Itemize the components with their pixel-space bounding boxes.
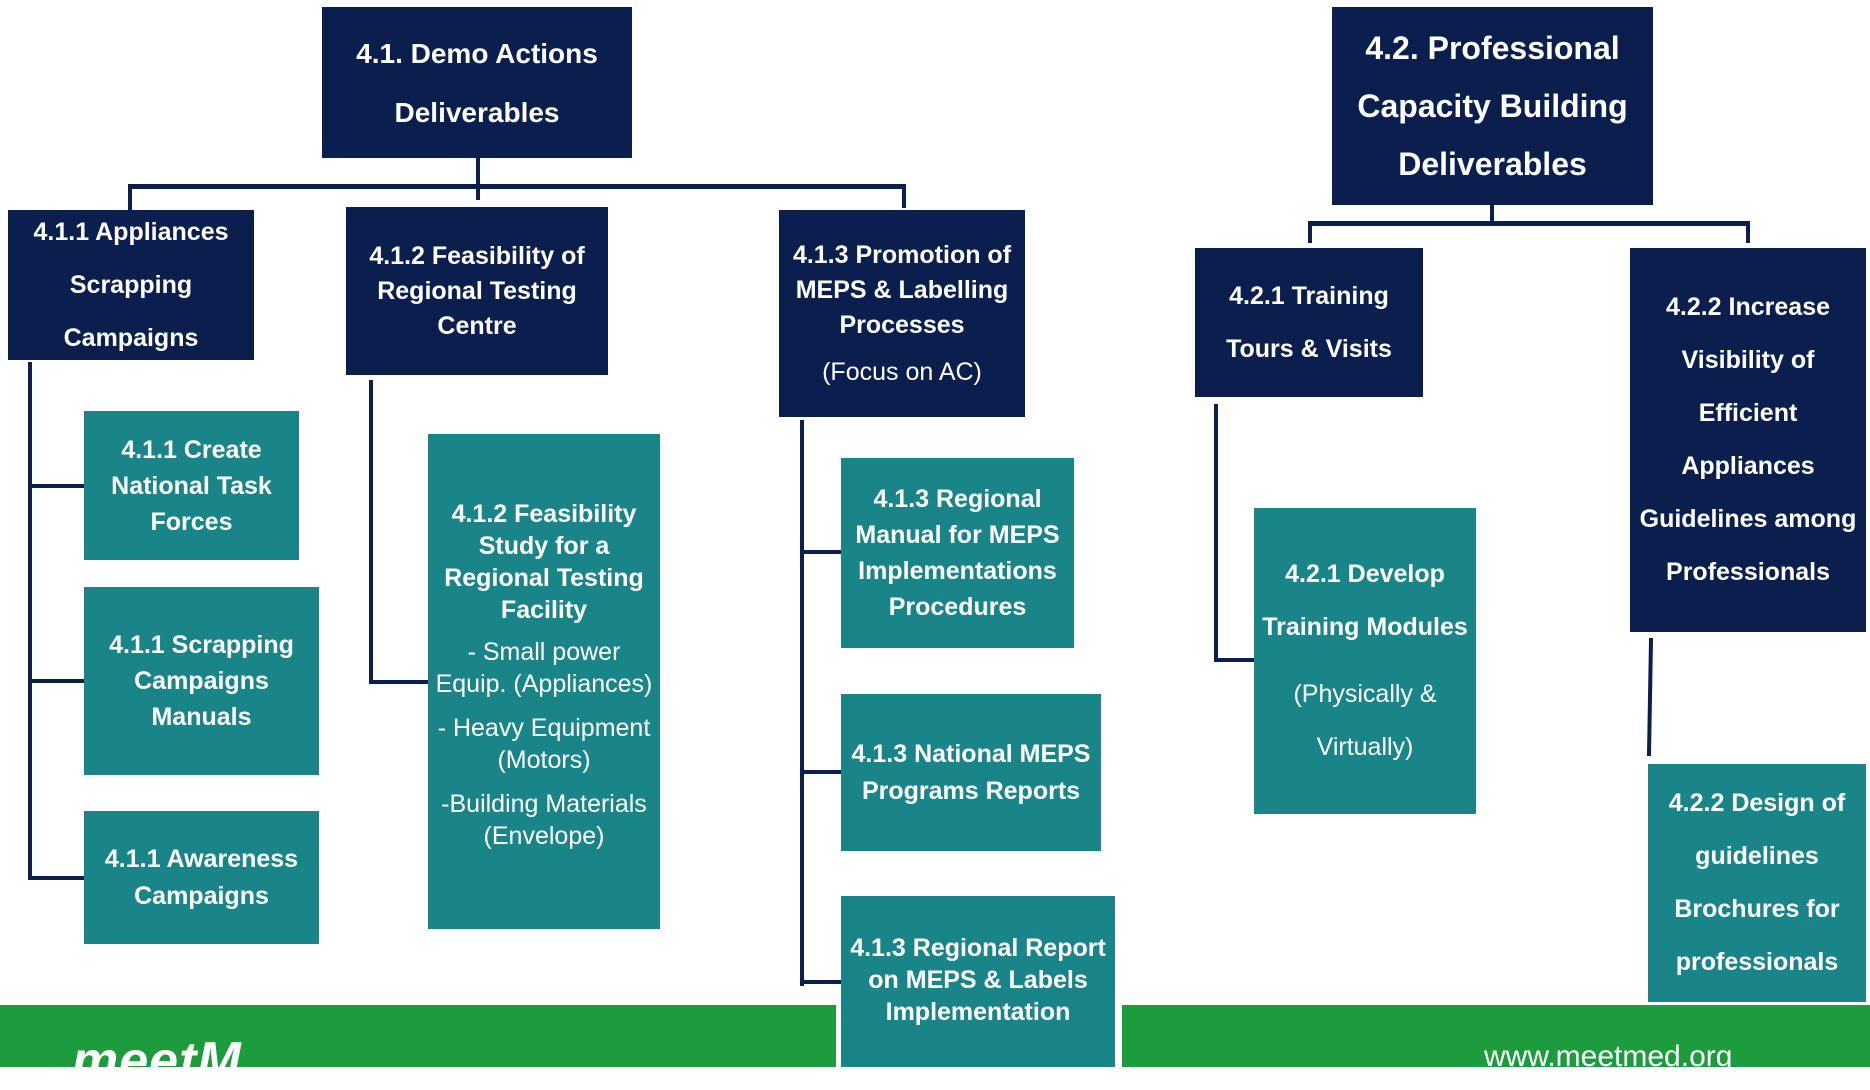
connector-413-spine xyxy=(800,420,804,986)
node-list-item: (Envelope) xyxy=(483,822,605,850)
connector-411-spine xyxy=(28,362,32,880)
node-4-1-3-regional-manual: 4.1.3 Regional Manual for MEPS Implement… xyxy=(841,458,1074,648)
node-list-item: -Building Materials xyxy=(441,790,647,818)
connector-42-bar xyxy=(1308,221,1750,226)
connector-412-a xyxy=(369,680,429,684)
node-4-2-2-design-guidelines: 4.2.2 Design of guidelines Brochures for… xyxy=(1646,762,1868,1004)
node-label: 4.1.2 Feasibility of xyxy=(369,241,585,270)
connector-411-c xyxy=(28,876,84,880)
node-label: Efficient Appliances xyxy=(1681,399,1815,480)
footer-band-right xyxy=(1122,1005,1870,1067)
connector-421-a xyxy=(1214,658,1254,662)
node-sublabel: (Focus on AC) xyxy=(822,357,982,386)
node-label: Tours & Visits xyxy=(1226,334,1392,363)
node-label: Professionals xyxy=(1666,558,1830,586)
node-4-1-1-scrapping-manuals: 4.1.1 Scrapping Campaigns Manuals xyxy=(84,587,319,775)
connector-41-drop-right xyxy=(902,184,906,208)
node-label: 4.2.2 Design of xyxy=(1668,789,1846,817)
node-list-item: - Heavy Equipment xyxy=(437,714,651,742)
node-label: Implementation xyxy=(885,998,1071,1026)
node-label: Visibility of xyxy=(1681,346,1815,374)
node-4-1-1-awareness-campaigns: 4.1.1 Awareness Campaigns xyxy=(84,811,319,944)
connector-421-spine xyxy=(1214,404,1218,662)
node-label: 4.1.1 Create xyxy=(121,435,262,464)
node-label: Processes xyxy=(839,310,965,339)
node-label: 4.1.2 Feasibility xyxy=(451,500,637,528)
footer-band-left xyxy=(0,1005,836,1067)
connector-413-a xyxy=(800,550,842,554)
node-label: 4.1.3 Promotion of xyxy=(792,240,1012,269)
footer-url[interactable]: www.meetmed.org xyxy=(1484,1040,1733,1073)
node-4-1-3-promotion-meps: 4.1.3 Promotion of MEPS & Labelling Proc… xyxy=(779,210,1025,417)
node-list-item: - Small power xyxy=(467,638,621,666)
node-label: Campaigns xyxy=(134,881,269,910)
node-label: Centre xyxy=(437,311,517,340)
node-label: Procedures xyxy=(888,593,1027,621)
node-4-2-1-training-tours: 4.2.1 Training Tours & Visits xyxy=(1195,248,1423,397)
node-label: guidelines xyxy=(1695,842,1819,870)
node-label: Campaigns xyxy=(63,323,199,352)
node-4-1-demo-actions: 4.1. Demo Actions Deliverables xyxy=(322,7,632,158)
node-label: 4.2.1 Training xyxy=(1229,281,1389,310)
connector-422-spine xyxy=(1646,637,1654,757)
node-4-2-1-develop-modules: 4.2.1 Develop Training Modules (Physical… xyxy=(1254,508,1476,814)
node-label: 4.1.1 Scrapping xyxy=(109,631,294,659)
connector-411-a xyxy=(28,484,84,488)
node-sublabel: Virtually) xyxy=(1316,733,1414,761)
node-4-1-3-regional-report: 4.1.3 Regional Report on MEPS & Labels I… xyxy=(841,896,1115,1067)
connector-413-b xyxy=(800,770,842,774)
node-4-1-1-appliances-scrapping: 4.1.1 Appliances Scrapping Campaigns xyxy=(8,210,254,360)
node-label: 4.2.2 Increase xyxy=(1665,293,1830,321)
node-label: Regional Testing xyxy=(377,276,577,305)
meetmed-logo: meetM xyxy=(72,1032,242,1090)
node-label: 4.2. Professional xyxy=(1365,30,1620,66)
connector-41-bar xyxy=(128,184,906,189)
connector-412-spine xyxy=(369,380,373,684)
node-label: MEPS & Labelling xyxy=(795,275,1009,304)
connector-42-drop-left xyxy=(1308,221,1312,243)
node-label: Study for a xyxy=(478,532,610,560)
node-label: 4.2.1 Develop xyxy=(1285,560,1445,588)
node-4-1-1-create-task-forces: 4.1.1 Create National Task Forces xyxy=(84,411,299,560)
node-label: 4.1.1 Awareness xyxy=(104,844,299,873)
node-label: Capacity Building xyxy=(1357,88,1628,124)
connector-41-drop-left xyxy=(128,184,132,210)
node-label: Manuals xyxy=(151,703,252,731)
node-label: Programs Reports xyxy=(861,776,1081,805)
node-label: 4.1.1 Appliances xyxy=(33,217,229,246)
node-4-1-2-feasibility-study: 4.1.2 Feasibility Study for a Regional T… xyxy=(428,434,660,929)
node-list-item: (Motors) xyxy=(497,746,591,774)
node-label: professionals xyxy=(1675,948,1839,976)
node-sublabel: (Physically & xyxy=(1293,680,1437,708)
node-label: Facility xyxy=(500,596,588,624)
connector-41-stem xyxy=(476,158,480,200)
node-label: Regional Testing xyxy=(444,564,644,592)
node-label: 4.1.3 Regional Report xyxy=(850,934,1106,962)
node-4-1-3-national-meps-reports: 4.1.3 National MEPS Programs Reports xyxy=(841,694,1101,851)
node-label: Implementations xyxy=(858,557,1057,585)
node-label: 4.1.3 National MEPS xyxy=(851,739,1091,768)
node-label: Deliverables xyxy=(1398,146,1587,182)
node-4-2-professional-capacity: 4.2. Professional Capacity Building Deli… xyxy=(1332,7,1653,205)
node-list-item: Equip. (Appliances) xyxy=(435,670,653,698)
node-label: Forces xyxy=(150,507,233,536)
connector-42-drop-right xyxy=(1746,221,1750,243)
node-label: Brochures for xyxy=(1674,895,1840,923)
node-label: Campaigns xyxy=(134,667,269,695)
connector-411-b xyxy=(28,679,84,683)
connector-42-stem xyxy=(1490,205,1494,225)
node-4-2-2-increase-visibility: 4.2.2 Increase Visibility of Efficient A… xyxy=(1630,248,1866,632)
node-4-1-2-feasibility: 4.1.2 Feasibility of Regional Testing Ce… xyxy=(346,207,608,375)
node-label: Guidelines among xyxy=(1639,505,1857,533)
node-label: National Task xyxy=(111,471,272,500)
node-label: Manual for MEPS xyxy=(855,521,1060,549)
node-label: Training Modules xyxy=(1262,613,1468,641)
connector-413-c xyxy=(800,980,842,984)
node-label: on MEPS & Labels xyxy=(868,966,1088,994)
node-label: Deliverables xyxy=(394,96,560,128)
node-label: 4.1.3 Regional xyxy=(873,485,1042,513)
node-label: 4.1. Demo Actions xyxy=(356,37,598,69)
node-label: Scrapping xyxy=(69,270,193,299)
